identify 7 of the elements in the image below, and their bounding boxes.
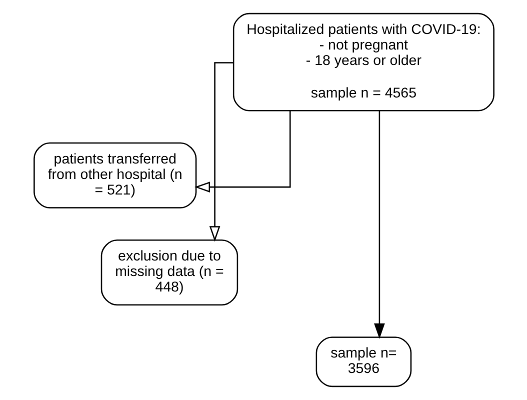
arrow (374, 110, 384, 339)
arrow (208, 62, 233, 242)
node-box: patients transferred from other hospital (n = 521) (33, 142, 196, 208)
node-box: exclusion due to missing data (n = 448) (100, 240, 238, 306)
arrow (194, 110, 290, 192)
node-box: sample n= 3596 (315, 336, 412, 388)
node-box: Hospitalized patients with COVID-19: - not pregnant - 18 years or older sample n = 4565 (232, 12, 494, 112)
